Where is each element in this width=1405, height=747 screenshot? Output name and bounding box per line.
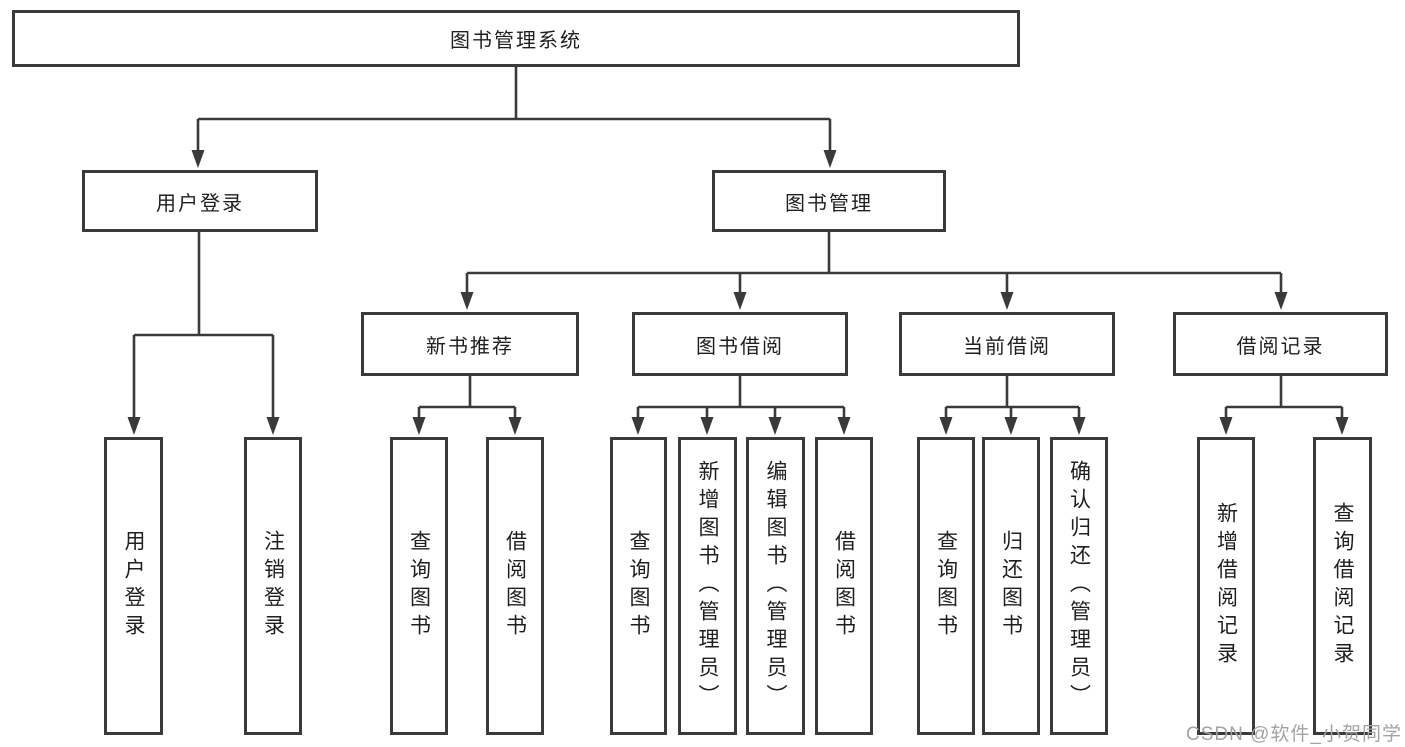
- node-leaf-query-books-current: 查询图书: [917, 437, 975, 735]
- node-label: 借阅图书: [832, 530, 856, 642]
- node-label: 查询图书: [934, 530, 958, 642]
- node-label: 用户登录: [122, 530, 145, 642]
- node-leaf-edit-books-admin: 编辑图书（管理员）: [746, 437, 805, 735]
- node-leaf-return-books: 归还图书: [982, 437, 1040, 735]
- node-label: 新书推荐: [426, 335, 514, 358]
- node-label: 查询图书: [627, 530, 650, 642]
- node-label: 图书借阅: [696, 335, 784, 358]
- node-label: 借阅图书: [503, 530, 527, 642]
- node-book-management: 图书管理: [712, 170, 946, 232]
- node-label: 编辑图书（管理员）: [764, 460, 787, 712]
- node-book-borrowing: 图书借阅: [632, 312, 848, 376]
- node-label: 新增图书（管理员）: [696, 460, 719, 712]
- node-leaf-query-books-recommend: 查询图书: [390, 437, 448, 735]
- node-current-borrowing: 当前借阅: [899, 312, 1115, 376]
- node-new-book-recommendation: 新书推荐: [361, 312, 579, 376]
- node-label: 查询图书: [407, 530, 431, 642]
- node-label: 注销登录: [261, 530, 285, 642]
- node-user-login: 用户登录: [82, 170, 318, 232]
- csdn-watermark: CSDN @软件_小贺同学: [1186, 724, 1402, 745]
- node-label: 用户登录: [156, 192, 244, 215]
- arrowhead-group: [127, 150, 1349, 435]
- node-label: 借阅记录: [1236, 335, 1325, 358]
- node-label: 查询借阅记录: [1331, 502, 1354, 670]
- node-leaf-query-books-borrowing: 查询图书: [610, 437, 667, 735]
- node-leaf-user-login: 用户登录: [104, 437, 163, 735]
- node-leaf-borrow-books-recommend: 借阅图书: [486, 437, 544, 735]
- node-label: 当前借阅: [963, 335, 1051, 358]
- node-leaf-logout: 注销登录: [244, 437, 302, 735]
- node-label: 确认归还（管理员）: [1067, 460, 1091, 712]
- node-library-management-system: 图书管理系统: [12, 10, 1020, 67]
- node-label: 图书管理: [785, 192, 873, 215]
- node-label: 图书管理系统: [450, 30, 582, 52]
- node-borrowing-records: 借阅记录: [1173, 312, 1388, 376]
- node-leaf-query-borrow-record: 查询借阅记录: [1313, 437, 1372, 735]
- node-leaf-add-borrow-record: 新增借阅记录: [1197, 437, 1255, 735]
- node-leaf-borrow-books: 借阅图书: [815, 437, 873, 735]
- node-leaf-confirm-return-admin: 确认归还（管理员）: [1050, 437, 1108, 735]
- node-label: 新增借阅记录: [1214, 502, 1238, 670]
- node-label: 归还图书: [999, 530, 1023, 642]
- node-leaf-add-books-admin: 新增图书（管理员）: [678, 437, 737, 735]
